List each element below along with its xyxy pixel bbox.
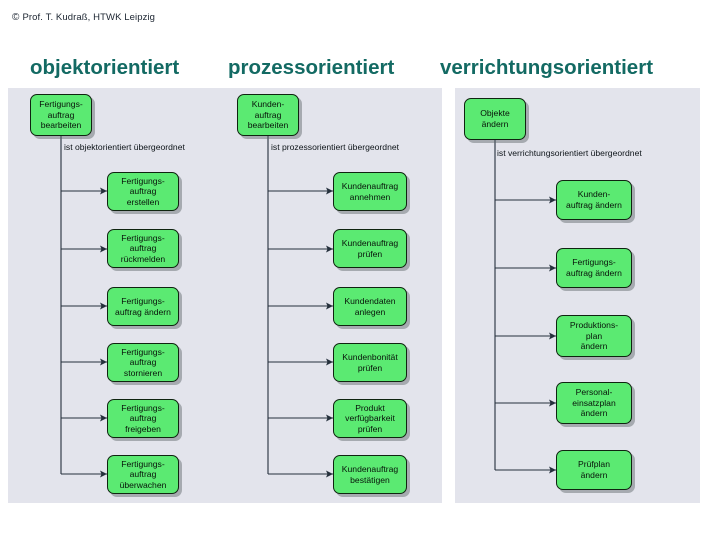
child-node-panel-2-6[interactable]: Kundenauftrag bestätigen <box>333 455 407 494</box>
child-node-panel-3-4[interactable]: Personal- einsatzplan ändern <box>556 382 632 424</box>
node-label: Fertigungs- auftrag ändern <box>566 257 622 278</box>
relation-label-panel-1: ist objektorientiert übergeordnet <box>64 142 185 152</box>
child-node-panel-1-6[interactable]: Fertigungs- auftrag überwachen <box>107 455 179 494</box>
connector-lines-panel-2 <box>267 136 333 478</box>
copyright-text: Prof. T. Kudraß, HTWK Leipzig <box>22 12 156 23</box>
node-label: Fertigungs- auftrag überwachen <box>119 458 167 490</box>
child-node-panel-3-2[interactable]: Fertigungs- auftrag ändern <box>556 248 632 288</box>
node-label: Kunden- auftrag bearbeiten <box>247 99 289 131</box>
child-node-panel-2-5[interactable]: Produkt verfügbarkeit prüfen <box>333 399 407 438</box>
node-label: Fertigungs- auftrag stornieren <box>121 346 165 378</box>
node-label: Kundenauftrag prüfen <box>341 237 399 259</box>
child-node-panel-1-2[interactable]: Fertigungs- auftrag rückmelden <box>107 229 179 268</box>
node-label: Prüfplan ändern <box>577 459 610 480</box>
child-node-panel-2-3[interactable]: Kundendaten anlegen <box>333 287 407 326</box>
diagram-panel-verrichtungsorientiert: Objekte ändern ist verrichtungsorientier… <box>455 88 700 503</box>
child-node-panel-1-1[interactable]: Fertigungs- auftrag erstellen <box>107 172 179 211</box>
node-label: Produkt verfügbarkeit prüfen <box>345 402 395 434</box>
child-node-panel-1-3[interactable]: Fertigungs- auftrag ändern <box>107 287 179 326</box>
node-label: Kundenauftrag bestätigen <box>341 463 399 485</box>
root-node-panel-1[interactable]: Fertigungs- auftrag bearbeiten <box>30 94 92 136</box>
child-node-panel-3-1[interactable]: Kunden- auftrag ändern <box>556 180 632 220</box>
child-node-panel-2-2[interactable]: Kundenauftrag prüfen <box>333 229 407 268</box>
child-node-panel-1-4[interactable]: Fertigungs- auftrag stornieren <box>107 343 179 382</box>
diagram-panel-prozessorientiert: Kunden- auftrag bearbeiten ist prozessor… <box>232 88 442 503</box>
node-label: Produktions- plan ändern <box>569 320 619 352</box>
copyright-credit: ©Prof. T. Kudraß, HTWK Leipzig <box>12 12 155 23</box>
node-label: Kundenbonität prüfen <box>342 351 398 373</box>
node-label: Personal- einsatzplan ändern <box>572 387 616 419</box>
node-label: Fertigungs- auftrag freigeben <box>121 402 165 434</box>
connector-lines-panel-3 <box>494 140 556 474</box>
child-node-panel-2-4[interactable]: Kundenbonität prüfen <box>333 343 407 382</box>
node-label: Fertigungs- auftrag rückmelden <box>120 232 166 264</box>
diagram-panel-objektorientiert: Fertigungs- auftrag bearbeiten ist objek… <box>8 88 233 503</box>
column-title-prozessorientiert: prozessorientiert <box>228 56 395 79</box>
node-label: Fertigungs- auftrag erstellen <box>121 175 165 207</box>
node-label: Fertigungs- auftrag bearbeiten <box>39 99 83 131</box>
root-node-panel-2[interactable]: Kunden- auftrag bearbeiten <box>237 94 299 136</box>
child-node-panel-3-5[interactable]: Prüfplan ändern <box>556 450 632 490</box>
child-node-panel-1-5[interactable]: Fertigungs- auftrag freigeben <box>107 399 179 438</box>
column-titles: objektorientiert prozessorientiert verri… <box>0 55 720 83</box>
node-label: Kundendaten anlegen <box>344 295 396 317</box>
column-title-verrichtungsorientiert: verrichtungsorientiert <box>440 56 654 79</box>
node-label: Kunden- auftrag ändern <box>566 189 622 210</box>
root-node-panel-3[interactable]: Objekte ändern <box>464 98 526 140</box>
relation-label-panel-2: ist prozessorientiert übergeordnet <box>271 142 400 152</box>
node-label: Objekte ändern <box>480 108 510 129</box>
child-node-panel-2-1[interactable]: Kundenauftrag annehmen <box>333 172 407 211</box>
copyright-icon: © <box>12 12 20 23</box>
connector-lines-panel-1 <box>60 136 107 478</box>
node-label: Kundenauftrag annehmen <box>341 180 399 202</box>
column-title-objektorientiert: objektorientiert <box>30 56 180 79</box>
child-node-panel-3-3[interactable]: Produktions- plan ändern <box>556 315 632 357</box>
relation-label-panel-3: ist verrichtungsorientiert übergeordnet <box>497 148 642 158</box>
node-label: Fertigungs- auftrag ändern <box>115 295 171 317</box>
